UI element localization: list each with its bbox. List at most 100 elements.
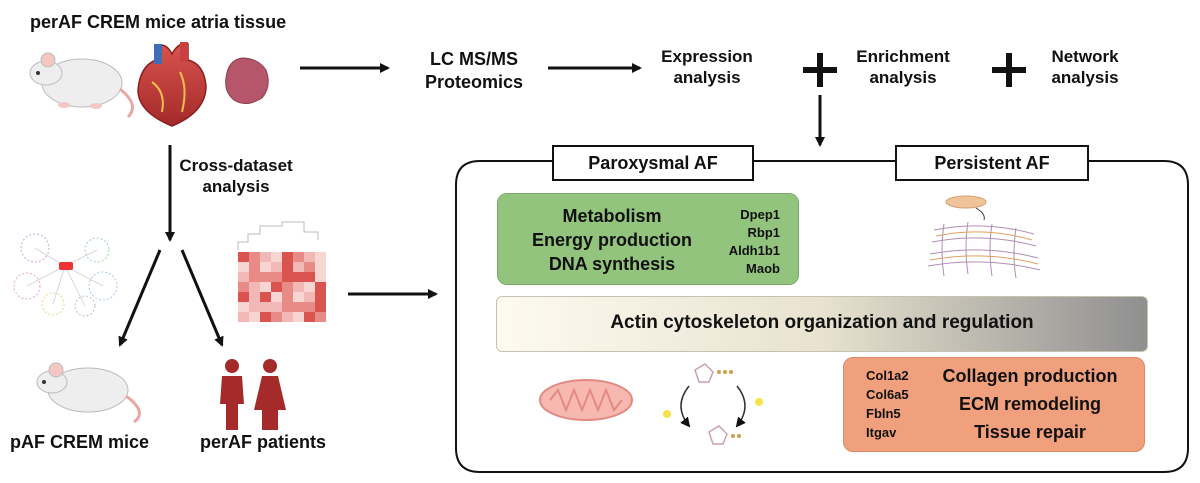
heatmap-cell xyxy=(304,302,315,312)
enrichment-analysis-label: Enrichment analysis xyxy=(838,46,968,89)
perAF-patients-label: perAF patients xyxy=(200,432,327,452)
heatmap-cell xyxy=(249,262,260,272)
heatmap-cell xyxy=(249,292,260,302)
heatmap-cell xyxy=(260,282,271,292)
heatmap-cell xyxy=(293,262,304,272)
heatmap-cell xyxy=(271,282,282,292)
cross-dataset-label: Cross-dataset analysis xyxy=(176,155,296,198)
heatmap-cell xyxy=(260,312,271,322)
heatmap-cell xyxy=(271,272,282,282)
arrow-split-right xyxy=(180,249,224,347)
heatmap-cell xyxy=(271,292,282,302)
heatmap-cell xyxy=(238,272,249,282)
heatmap-cell xyxy=(260,292,271,302)
metabolic-cycle-icon xyxy=(663,363,763,445)
mitochondria-icon xyxy=(539,379,633,421)
heatmap-cell xyxy=(249,272,260,282)
network-line-2: analysis xyxy=(1051,68,1119,88)
heart-icon xyxy=(137,42,207,127)
heatmap-cell xyxy=(293,272,304,282)
heatmap-cell xyxy=(238,302,249,312)
heatmap-cell xyxy=(293,252,304,262)
heatmap-cell xyxy=(304,312,315,322)
heatmap-cell xyxy=(260,302,271,312)
heatmap-cell xyxy=(260,272,271,282)
cross-dataset-line-1: Cross-dataset xyxy=(179,156,293,175)
term-metabolism: Metabolism xyxy=(562,206,662,226)
heatmap-cell xyxy=(282,282,293,292)
heatmap-cell xyxy=(315,252,326,262)
proteomics-line-1: LC MS/MS xyxy=(430,49,518,69)
fibroblast-mesh-icon xyxy=(927,195,1041,279)
heatmap-cell xyxy=(293,312,304,322)
heatmap-cell xyxy=(315,312,326,322)
gene-itgav: Itgav xyxy=(866,425,897,440)
expression-line-2: analysis xyxy=(673,68,741,88)
heatmap-cell xyxy=(315,302,326,312)
heatmap-cell xyxy=(315,262,326,272)
heatmap-cell xyxy=(304,252,315,262)
heatmap-cell xyxy=(271,302,282,312)
term-energy-production: Energy production xyxy=(531,230,692,250)
heatmap-cell xyxy=(304,272,315,282)
heatmap-cell xyxy=(238,262,249,272)
heatmap-cell xyxy=(271,312,282,322)
gene-col6a5: Col6a5 xyxy=(866,387,909,402)
heatmap-cell xyxy=(271,262,282,272)
heatmap-icon xyxy=(237,221,326,322)
heatmap-cell xyxy=(315,272,326,282)
gene-aldh1b1: Aldh1b1 xyxy=(728,243,780,258)
gene-maob: Maob xyxy=(746,261,780,276)
plus-icon xyxy=(992,53,1026,87)
network-graph-icon xyxy=(13,233,118,317)
mouse-icon xyxy=(36,362,141,424)
heatmap-cell xyxy=(293,282,304,292)
heatmap-cell xyxy=(282,252,293,262)
plus-icon xyxy=(803,53,837,87)
heatmap-cell xyxy=(315,292,326,302)
heatmap-cell xyxy=(315,282,326,292)
heatmap-cell xyxy=(260,252,271,262)
term-ecm-remodeling: ECM remodeling xyxy=(958,394,1101,414)
expression-analysis-label: Expression analysis xyxy=(642,46,772,89)
green-terms: Metabolism Energy production DNA synthes… xyxy=(512,204,712,276)
results-panel-frame xyxy=(455,160,1189,473)
gene-fbln5: Fbln5 xyxy=(866,406,901,421)
orange-terms: Collagen production ECM remodeling Tissu… xyxy=(920,362,1140,446)
heatmap-cell xyxy=(249,312,260,322)
actin-text: Actin cytoskeleton organization and regu… xyxy=(610,312,1034,333)
enrichment-line-2: analysis xyxy=(869,68,937,88)
expression-line-1: Expression xyxy=(661,47,753,66)
heatmap-cell xyxy=(282,302,293,312)
heatmap-cell xyxy=(238,282,249,292)
gene-dpep1: Dpep1 xyxy=(740,207,780,222)
arrow-split-left xyxy=(118,249,162,347)
proteomics-label: LC MS/MS Proteomics xyxy=(394,48,554,93)
heatmap-cell xyxy=(282,312,293,322)
heatmap-cell xyxy=(304,282,315,292)
heatmap-cell xyxy=(238,292,249,302)
network-analysis-label: Network analysis xyxy=(1030,46,1140,89)
term-tissue-repair: Tissue repair xyxy=(974,422,1086,442)
heatmap-cell xyxy=(260,262,271,272)
mouse-icon xyxy=(29,52,134,119)
paroxysmal-af-label: Paroxysmal AF xyxy=(552,145,754,181)
gene-col1a2: Col1a2 xyxy=(866,368,909,383)
pAF-mice-label: pAF CREM mice xyxy=(10,432,150,452)
heatmap-cell xyxy=(293,292,304,302)
term-collagen-production: Collagen production xyxy=(942,366,1118,386)
metabolism-box: Metabolism Energy production DNA synthes… xyxy=(497,193,799,285)
heatmap-cell xyxy=(238,252,249,262)
heatmap-cell xyxy=(249,252,260,262)
heatmap-cell xyxy=(304,292,315,302)
atria-tissue-icon xyxy=(225,57,269,104)
cross-dataset-line-2: analysis xyxy=(202,177,270,197)
heatmap-cell xyxy=(271,252,282,262)
gene-rbp1: Rbp1 xyxy=(747,225,781,240)
heatmap-cell xyxy=(282,262,293,272)
heatmap-cell xyxy=(282,272,293,282)
heatmap-cell xyxy=(293,302,304,312)
heatmap-cell xyxy=(282,292,293,302)
term-dna-synthesis: DNA synthesis xyxy=(548,254,676,274)
